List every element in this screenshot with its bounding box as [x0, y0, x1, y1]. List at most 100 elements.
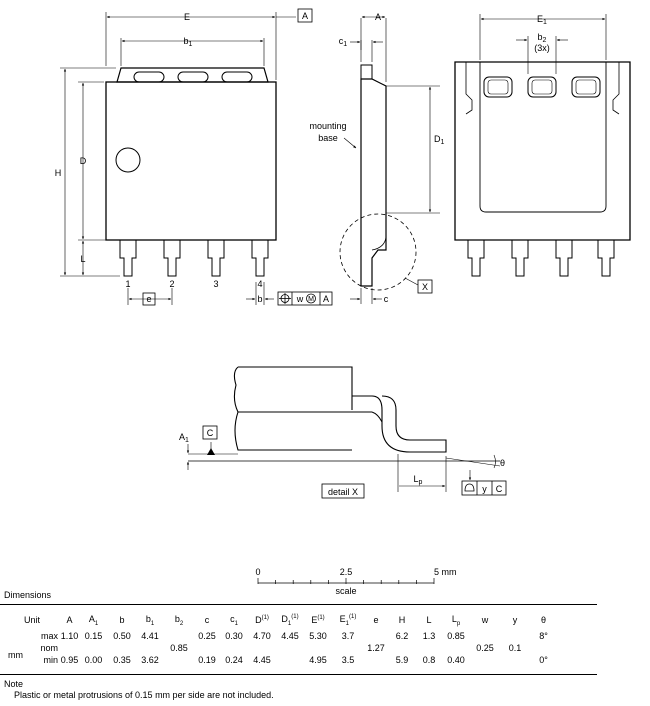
- back-leads: [467, 240, 615, 277]
- dim-E-label: E: [184, 12, 190, 22]
- table-cell: [332, 642, 364, 654]
- detail-view: [186, 366, 507, 499]
- table-cell: [530, 642, 557, 654]
- table-cell: 1.3: [422, 631, 436, 641]
- table-cell: [248, 642, 276, 654]
- table-cell: [442, 642, 470, 654]
- datum-C-label: C: [207, 428, 214, 438]
- scale-labels: 0 2.5 5 mm scale: [255, 567, 456, 596]
- top-view: [60, 8, 333, 306]
- table-cell: max: [40, 631, 58, 641]
- header-cell: e: [373, 615, 379, 625]
- dim-e-label: e: [146, 294, 151, 304]
- dim-E1-label: E1: [537, 14, 547, 26]
- dim-c1-label: c1: [339, 36, 348, 48]
- table-bottom-rule: [0, 674, 597, 675]
- header-cell: Unit: [24, 615, 41, 625]
- top-leads: [119, 240, 269, 277]
- detail-view-labels: A1 C θ Lp detail X y C: [179, 428, 505, 497]
- table-cell: 4.41: [141, 631, 159, 641]
- table-top-rule: [0, 604, 597, 605]
- dim-D-label: D: [80, 156, 87, 166]
- table-cell: 0.25: [476, 643, 494, 653]
- tolerance-A-label: A: [323, 294, 329, 304]
- table-cell: 0.50: [113, 631, 131, 641]
- table-cell: 1.10: [60, 631, 79, 641]
- table-cell: 0.25: [198, 631, 216, 641]
- table-cell: [108, 642, 136, 654]
- table-cell: [60, 642, 79, 654]
- side-view-labels: A c1 mounting base D1 c X: [309, 12, 444, 304]
- top-view-labels: E b1 A H D L 1 2 3 4 e b w M A: [55, 11, 329, 306]
- tolerance-w-label: w: [296, 294, 304, 304]
- table-cell: [194, 642, 220, 654]
- dim-Lp-label: Lp: [414, 474, 423, 486]
- table-cell: 5.9: [395, 655, 409, 665]
- header-cell: D(1): [255, 615, 269, 625]
- header-cell: L: [426, 615, 432, 625]
- table-cell: [364, 654, 388, 666]
- table-cell: 0.00: [84, 655, 103, 665]
- header-cell: b: [119, 615, 125, 625]
- detail-X-marker: X: [422, 282, 428, 292]
- header-cell: D1(1): [281, 613, 299, 627]
- profile-C-label: C: [496, 484, 503, 494]
- table-cell: 0.19: [198, 655, 216, 665]
- header-cell: A1: [88, 613, 99, 627]
- table-cell: 6.2: [395, 631, 409, 641]
- pin-3-label: 3: [213, 279, 218, 289]
- back-view: [454, 14, 631, 277]
- datum-A-label: A: [302, 11, 308, 21]
- table-cell: 0.8: [422, 655, 436, 665]
- dim-L-label: L: [80, 254, 85, 264]
- table-cell: 0.24: [225, 655, 243, 665]
- table-cell: 4.70: [253, 631, 271, 641]
- table-cell: 0.95: [60, 655, 79, 665]
- table-cell: 0.85: [447, 631, 465, 641]
- pin-2-label: 2: [169, 279, 174, 289]
- header-cell: b1: [145, 613, 155, 627]
- header-cell: b2: [174, 613, 184, 627]
- table-cell: [79, 642, 108, 654]
- note-title: Note: [4, 679, 24, 689]
- package-outline-drawing: E b1 A H D L 1 2 3 4 e b w M A: [55, 8, 631, 596]
- dim-b2-label: b2: [538, 32, 547, 44]
- table-cell: 4.45: [253, 655, 271, 665]
- dim-A1-label: A1: [179, 432, 189, 444]
- table-cell: 3.7: [341, 631, 355, 641]
- pin-4-label: 4: [257, 279, 262, 289]
- table-cell: 0.35: [113, 655, 131, 665]
- table-cell: nom: [40, 643, 58, 653]
- table-cell: [416, 642, 442, 654]
- header-cell: Lp: [451, 613, 461, 627]
- side-view: [339, 15, 440, 304]
- header-cell: E1(1): [339, 613, 357, 627]
- header-cell: w: [481, 615, 489, 625]
- table-cell: 0.85: [170, 643, 188, 653]
- table-cell: [500, 630, 530, 642]
- tolerance-m-label: M: [308, 296, 314, 303]
- unit-label: mm: [8, 650, 23, 660]
- table-cell: 0°: [539, 655, 548, 665]
- table-cell: [500, 654, 530, 666]
- dim-A-label: A: [375, 12, 381, 22]
- table-cell: 4.45: [281, 631, 299, 641]
- header-cell: θ: [540, 615, 546, 625]
- note-text: Plastic or metal protrusions of 0.15 mm …: [14, 690, 274, 700]
- mounting-base-label-1: mounting: [309, 121, 346, 131]
- table-cell: [164, 630, 194, 642]
- header-cell: c: [204, 615, 210, 625]
- table-cell: 4.95: [309, 655, 327, 665]
- header-cell: c1: [230, 613, 238, 627]
- header-cell: y: [512, 615, 518, 625]
- table-cell: [136, 642, 164, 654]
- dimensions-title: Dimensions: [4, 590, 52, 600]
- table-cell: [276, 654, 304, 666]
- table-cell: 3.5: [341, 655, 355, 665]
- dim-b2-count: (3x): [534, 43, 550, 53]
- dim-b-label: b: [257, 294, 262, 304]
- table-cell: 0.40: [447, 655, 465, 665]
